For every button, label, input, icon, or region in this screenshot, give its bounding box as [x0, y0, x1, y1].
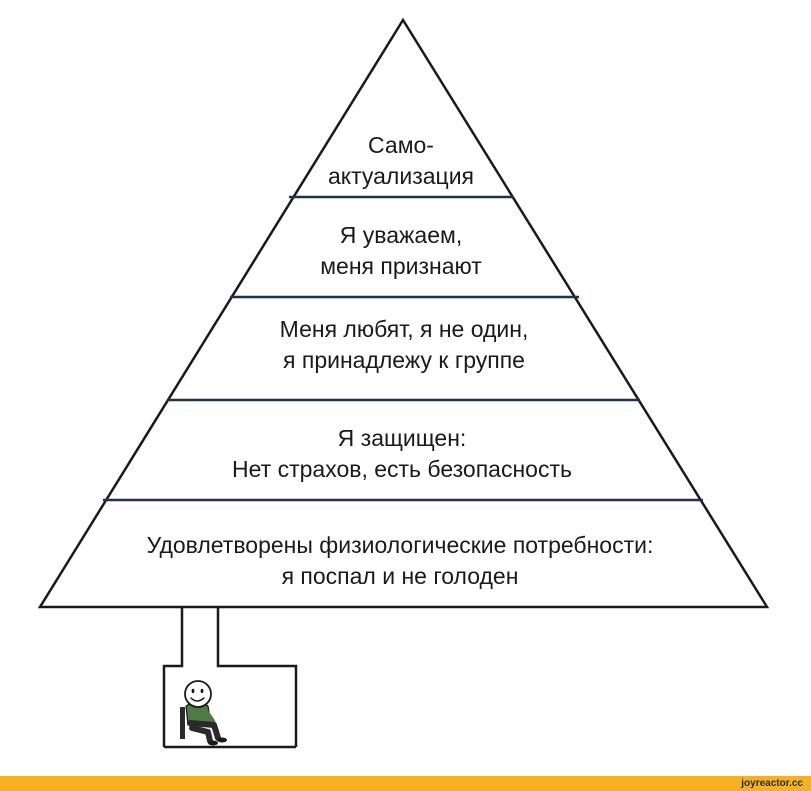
level-3-line-2: я принадлежу к группе: [283, 347, 525, 373]
pyramid-outline: [37, 17, 770, 609]
sitting-character: [180, 680, 227, 746]
level-3-line-1: Меня любят, я не один,: [279, 316, 529, 342]
shaft-right-wall: [216, 608, 298, 747]
level-4-esteem: Я уважаем, меня признают: [320, 220, 482, 282]
site-watermark: joyreactor.cc: [741, 778, 803, 789]
level-5-line-2: актуализация: [327, 163, 475, 189]
footer-bar: joyreactor.cc: [0, 776, 811, 791]
level-2-line-2: Нет страхов, есть безопасность: [232, 456, 572, 482]
level-1-line-2: я поспал и не голоден: [281, 563, 519, 589]
basement: [162, 608, 298, 749]
level-3-belonging: Меня любят, я не один, я принадлежу к гр…: [280, 314, 529, 376]
level-2-line-1: Я защищен:: [337, 425, 467, 451]
level-5-line-1: Само-: [368, 132, 434, 158]
shaft-left-wall: [162, 608, 184, 747]
level-4-line-2: меня признают: [320, 253, 482, 279]
level-1-physiological: Удовлетворены физиологические потребност…: [147, 530, 654, 592]
level-1-line-1: Удовлетворены физиологические потребност…: [146, 532, 654, 558]
level-5-self-actualization: Само- актуализация: [328, 130, 474, 192]
level-2-safety: Я защищен: Нет страхов, есть безопасност…: [232, 423, 572, 485]
level-4-line-1: Я уважаем,: [339, 222, 463, 248]
